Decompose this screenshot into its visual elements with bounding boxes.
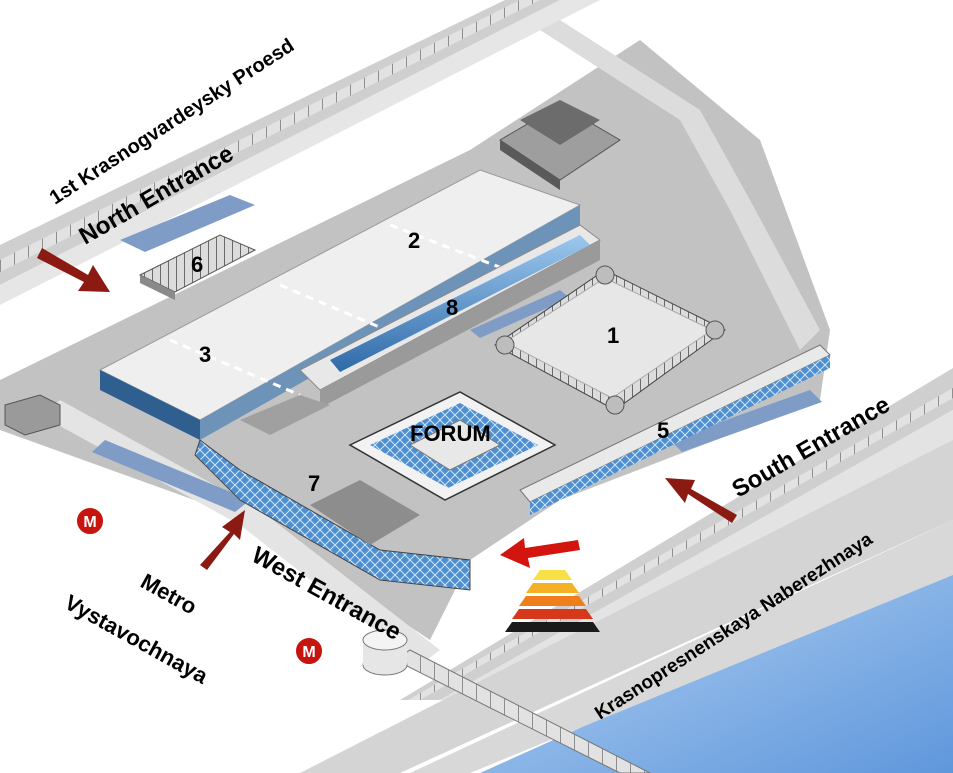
perimeter-road (540, 20, 820, 350)
south-entrance-arrow-icon (665, 478, 737, 523)
hall-8-label: 8 (446, 295, 458, 320)
hall-5-label: 5 (657, 418, 669, 443)
hall-5-pavilion (519, 344, 831, 515)
forum-entrance-arrow-icon (500, 538, 580, 568)
west-gate-building (4, 394, 61, 436)
metro-label-line1: Metro (137, 569, 202, 620)
service-building (499, 100, 621, 190)
forum-building (348, 391, 557, 501)
staircase-marker-icon (505, 570, 600, 632)
river-bank (410, 520, 953, 773)
metro-symbol: M (302, 644, 315, 661)
hall-2-3-building (98, 169, 582, 440)
parking-center (470, 290, 570, 338)
parking-north (120, 195, 255, 252)
hall-1-building (494, 265, 726, 415)
hall-2-label: 2 (408, 228, 420, 253)
pedestrian-bridge-icon (362, 629, 651, 773)
hall-1-label: 1 (607, 323, 619, 348)
west-entrance-arrow-icon (200, 510, 245, 570)
metro-symbol: M (83, 514, 96, 531)
parking-south (670, 390, 822, 452)
hall-7-label: 7 (308, 471, 320, 496)
metro-icon: M (294, 636, 324, 666)
hall-7-gallery (194, 395, 471, 591)
metro-icon: M (75, 506, 105, 536)
forum-label: FORUM (410, 421, 491, 446)
hall-8-gallery (299, 224, 601, 408)
hall-6-label: 6 (191, 252, 203, 277)
hall-6-building (138, 234, 257, 300)
parking-west (92, 440, 250, 512)
north-entrance-arrow-icon (37, 248, 110, 292)
hall-3-label: 3 (199, 342, 211, 367)
